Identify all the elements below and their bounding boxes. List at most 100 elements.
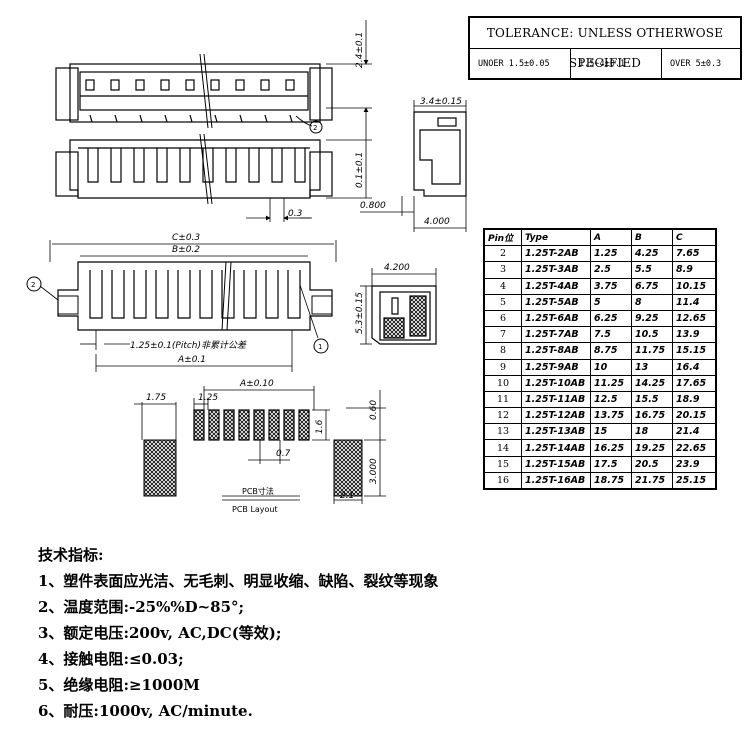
contact <box>87 148 99 183</box>
contact <box>155 270 169 319</box>
pcb-pad <box>223 409 235 441</box>
table-cell: 1.25T-2AB <box>521 245 591 263</box>
table-cell: 1.25T-15AB <box>521 455 591 473</box>
pcb-layout <box>134 386 386 504</box>
pin-table-header: C <box>672 228 717 247</box>
table-cell: 1.25T-7AB <box>521 326 591 344</box>
dim-3-4: 3.4±0.15 <box>420 97 462 107</box>
table-cell: 8 <box>483 342 522 360</box>
table-cell: 14.25 <box>631 374 673 392</box>
contact <box>265 270 279 319</box>
table-cell: 13.9 <box>672 326 717 344</box>
table-cell: 1.25T-3AB <box>521 261 591 279</box>
contact <box>156 148 168 183</box>
dim-1-6: 1.6 <box>315 419 325 434</box>
table-cell: 1.25T-8AB <box>521 342 591 360</box>
dim-4-000: 4.000 <box>424 217 450 227</box>
table-cell: 9 <box>483 358 522 376</box>
contact <box>133 148 145 183</box>
table-cell: 8 <box>631 293 673 311</box>
table-cell: 10 <box>483 374 522 392</box>
table-cell: 22.65 <box>672 439 717 457</box>
table-cell: 20.5 <box>631 455 673 473</box>
dim-5-3: 5.3±0.15 <box>355 292 365 334</box>
table-cell: 21.75 <box>631 471 673 490</box>
dim-4-200: 4.200 <box>384 263 410 273</box>
side-view <box>413 111 467 197</box>
table-cell: 1.25 <box>590 245 632 263</box>
pcb-pad <box>298 409 310 441</box>
table-cell: 1.25T-12AB <box>521 407 591 425</box>
table-cell: 17.5 <box>590 455 632 473</box>
table-cell: 6 <box>483 309 522 328</box>
spec-item-3: 3、额定电压:200v, AC,DC(等效); <box>38 624 282 642</box>
table-cell: 1.25T-9AB <box>521 358 591 376</box>
table-cell: 16 <box>483 471 522 490</box>
callout-1: 1 <box>318 343 322 351</box>
table-cell: 11.75 <box>631 342 673 360</box>
pin-slot <box>85 79 95 91</box>
dim-2-4: 2.4±0.1 <box>355 32 365 68</box>
table-cell: 13 <box>631 358 673 376</box>
table-cell: 5 <box>483 293 522 311</box>
pin-slot <box>260 79 270 91</box>
table-cell: 5 <box>590 293 632 311</box>
table-cell: 16.25 <box>590 439 632 457</box>
pin-slot <box>235 79 245 91</box>
dim-0-800: 0.800 <box>360 201 386 211</box>
contact <box>89 270 103 319</box>
table-cell: 4 <box>483 277 522 295</box>
table-cell: 4.25 <box>631 245 673 263</box>
table-cell: 18.75 <box>590 471 632 490</box>
contact <box>179 148 191 183</box>
table-cell: 16.75 <box>631 407 673 425</box>
spec-item-6: 6、耐压:1000v, AC/minute. <box>38 702 253 720</box>
spec-item-4: 4、接触电阻:≤0.03; <box>38 650 184 668</box>
table-cell: 2.5 <box>590 261 632 279</box>
dim-1-25: 1.25 <box>198 393 218 403</box>
table-cell: 12.5 <box>590 390 632 409</box>
contact <box>111 270 125 319</box>
pin-slot <box>285 79 295 91</box>
dim-pitch: 1.25±0.1(Pitch)非累计公差 <box>130 340 247 351</box>
table-cell: 15.5 <box>631 390 673 409</box>
tolerance-mid: 1.5~4±0.1 <box>571 49 662 79</box>
table-cell: 1.25T-4AB <box>521 277 591 295</box>
contact <box>294 148 306 183</box>
dim-0-3: 0.3 <box>288 209 303 219</box>
table-cell: 7 <box>483 326 522 344</box>
table-cell: 13 <box>483 423 522 441</box>
table-cell: 15.15 <box>672 342 717 360</box>
table-cell: 13.75 <box>590 407 632 425</box>
specs-block: 技术指标: 1、塑件表面应光洁、无毛刺、明显收缩、缺陷、裂纹等现象 2、温度范围… <box>38 542 438 724</box>
contact <box>202 148 214 183</box>
table-cell: 12.65 <box>672 309 717 328</box>
pcb-pad <box>268 409 280 441</box>
table-cell: 15 <box>483 455 522 473</box>
pcb-pad <box>283 409 295 441</box>
table-cell: 10.15 <box>672 277 717 295</box>
table-cell: 11 <box>483 390 522 409</box>
pin-row-bottom <box>89 270 301 319</box>
dim-1-75: 1.75 <box>146 393 166 403</box>
table-cell: 1.25T-14AB <box>521 439 591 457</box>
tolerance-over: OVER 5±0.3 <box>670 59 722 69</box>
table-cell: 11.4 <box>672 293 717 311</box>
contact <box>225 148 237 183</box>
table-cell: 1.25T-10AB <box>521 374 591 392</box>
pcb-title-cn: PCB寸法 <box>242 486 274 496</box>
contact <box>177 270 191 319</box>
spec-item-2: 2、温度范围:-25%%D~85°; <box>38 598 245 616</box>
table-cell: 1.25T-6AB <box>521 309 591 328</box>
contact <box>110 148 122 183</box>
